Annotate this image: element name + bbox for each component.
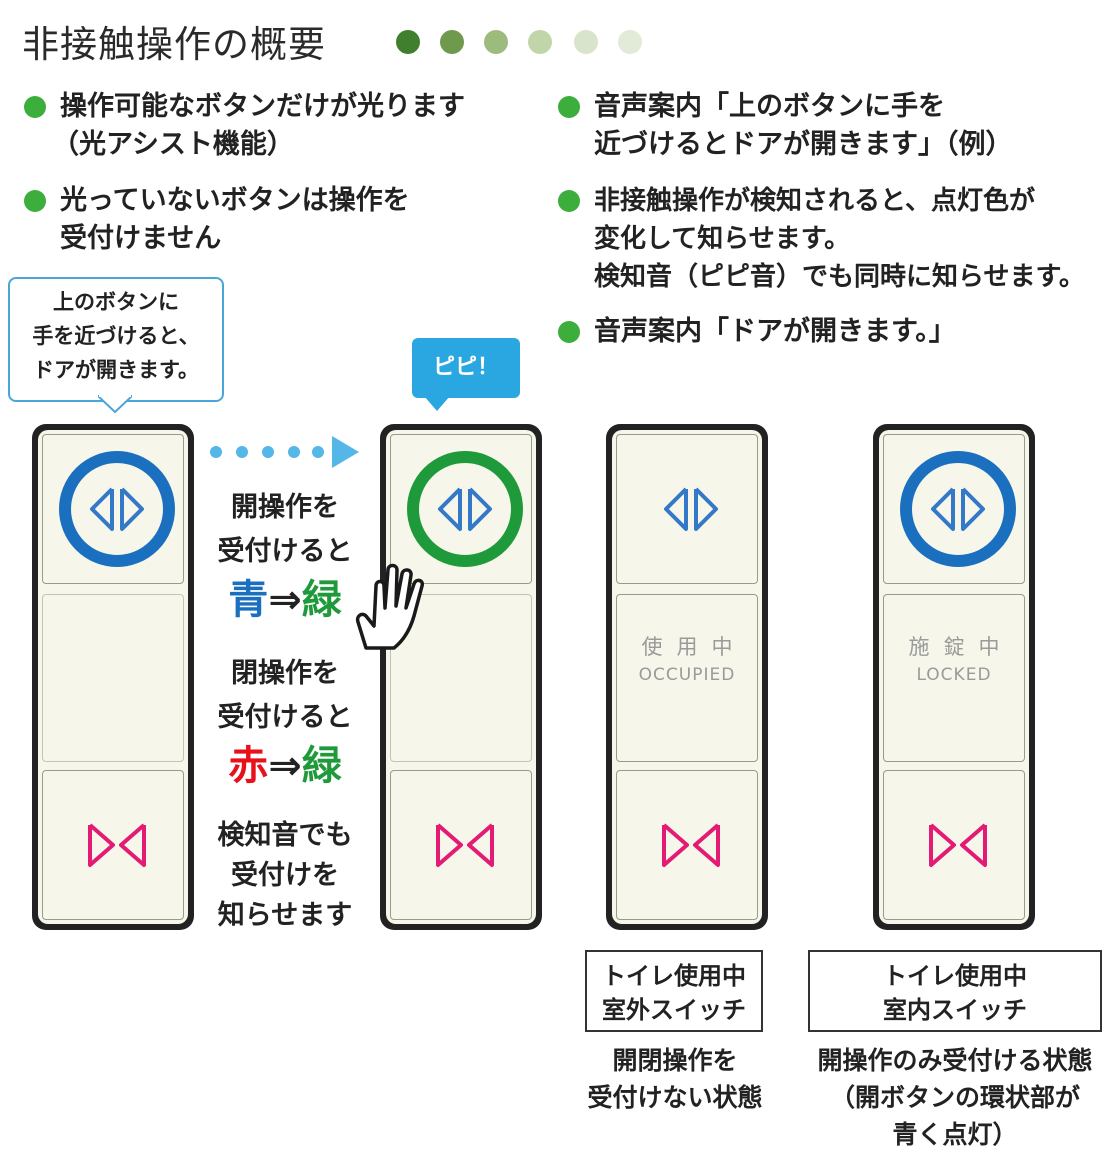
- close-line-2: 受付けると: [217, 702, 353, 733]
- bullet-icon: [24, 96, 46, 118]
- switch-type-box: トイレ使用中 室外スイッチ: [585, 950, 763, 1032]
- arrow-label: ⇒: [268, 743, 302, 789]
- close-button[interactable]: [390, 770, 532, 920]
- bullet-text-line: 操作可能なボタンだけが光ります: [60, 91, 465, 122]
- sound-explanation: 検知音でも 受付けを 知らせます: [200, 816, 370, 936]
- status-display: 使用中 OCCUPIED: [616, 594, 758, 762]
- callout-pointer: [98, 394, 132, 414]
- bullet-item: 光っていないボタンは操作を 受付けません: [24, 182, 410, 258]
- open-line-1: 開操作を: [231, 492, 339, 523]
- color-blue-label: 青: [228, 577, 269, 623]
- door-open-arrows-icon: [664, 487, 718, 531]
- close-button[interactable]: [42, 770, 184, 920]
- door-close-arrows-icon: [88, 823, 146, 867]
- bullet-icon: [558, 190, 580, 212]
- caption-line: （開ボタンの環状部が: [829, 1083, 1080, 1112]
- close-button[interactable]: [883, 770, 1025, 920]
- door-open-arrows-icon: [438, 487, 492, 531]
- caption-line: 青く点灯）: [892, 1120, 1018, 1149]
- open-button[interactable]: [616, 434, 758, 584]
- hand-pointer-icon: [355, 563, 425, 650]
- open-button[interactable]: [42, 434, 184, 584]
- progress-dot: [618, 30, 642, 54]
- open-color-change: 青⇒緑: [200, 574, 370, 626]
- bullet-text-line: 検知音（ピピ音）でも同時に知らせます。: [594, 262, 1085, 292]
- state-caption: 開閉操作を 受付けない状態: [575, 1042, 775, 1116]
- switch-panel: 施錠中 LOCKED: [873, 424, 1035, 930]
- open-explanation: 開操作を 受付けると 青⇒緑: [200, 486, 370, 626]
- bullet-text-line: 音声案内「ドアが開きます。」: [594, 316, 956, 347]
- sound-line-3: 知らせます: [217, 900, 353, 931]
- open-button[interactable]: [883, 434, 1025, 584]
- open-line-2: 受付けると: [217, 536, 353, 567]
- close-color-change: 赤⇒緑: [200, 740, 370, 792]
- status-display: 施錠中 LOCKED: [883, 594, 1025, 762]
- bullet-item: 音声案内「ドアが開きます。」: [558, 313, 956, 351]
- callout-line: ドアが開きます。: [33, 358, 199, 382]
- state-caption: 開操作のみ受付ける状態 （開ボタンの環状部が 青く点灯）: [800, 1042, 1110, 1153]
- bullet-text-line: 近づけるとドアが開きます」（例）: [594, 129, 1013, 160]
- bubble-pointer: [424, 396, 450, 411]
- switch-panel: 使用中 OCCUPIED: [606, 424, 768, 930]
- door-close-arrows-icon: [662, 823, 720, 867]
- door-close-arrows-icon: [436, 823, 494, 867]
- bullet-icon: [558, 321, 580, 343]
- color-red-label: 赤: [228, 743, 269, 789]
- bullet-item: 操作可能なボタンだけが光ります （光アシスト機能）: [24, 88, 465, 164]
- bullet-text-line: （光アシスト機能）: [52, 129, 294, 160]
- switch-panel: [32, 424, 194, 930]
- status-sign-jp: 使用中: [641, 635, 747, 659]
- bullet-text-line: 音声案内「上のボタンに手を: [594, 91, 945, 122]
- progress-dot: [440, 30, 464, 54]
- progress-dot: [528, 30, 552, 54]
- close-button[interactable]: [616, 770, 758, 920]
- open-ring: [407, 451, 523, 567]
- caption-line: 開操作のみ受付ける状態: [817, 1046, 1093, 1075]
- bullet-text-line: 受付けません: [60, 223, 222, 254]
- close-explanation: 閉操作を 受付けると 赤⇒緑: [200, 652, 370, 792]
- switch-type-box: トイレ使用中 室内スイッチ: [808, 950, 1102, 1032]
- sound-line-2: 受付けを: [231, 860, 339, 891]
- bullet-text-line: 変化して知らせます。: [594, 224, 851, 254]
- box-line: トイレ使用中: [602, 962, 746, 990]
- door-close-arrows-icon: [929, 823, 987, 867]
- progress-dot: [396, 30, 420, 54]
- callout-line: 上のボタンに: [53, 290, 179, 314]
- color-green-label: 緑: [301, 577, 342, 623]
- progress-dot: [484, 30, 508, 54]
- beep-bubble: ピピ！: [412, 338, 520, 398]
- panel-middle: [42, 594, 184, 762]
- box-line: 室内スイッチ: [883, 996, 1027, 1024]
- switch-panel: [380, 424, 542, 930]
- bullet-icon: [24, 190, 46, 212]
- color-green-label: 緑: [301, 743, 342, 789]
- bullet-item: 非接触操作が検知されると、点灯色が 変化して知らせます。 検知音（ピピ音）でも同…: [558, 182, 1085, 296]
- arrow-label: ⇒: [268, 577, 302, 623]
- close-line-1: 閉操作を: [231, 658, 339, 689]
- status-sign-jp: 施錠中: [908, 635, 1014, 659]
- bullet-text-line: 非接触操作が検知されると、点灯色が: [594, 186, 1035, 216]
- open-button[interactable]: [390, 434, 532, 584]
- open-ring: [900, 451, 1016, 567]
- door-open-arrows-icon: [931, 487, 985, 531]
- dotted-arrow-icon: [210, 436, 359, 468]
- callout-line: 手を近づけると、: [32, 324, 200, 348]
- bullet-icon: [558, 96, 580, 118]
- box-line: 室外スイッチ: [602, 996, 746, 1024]
- open-ring: [59, 451, 175, 567]
- voice-guide-callout: 上のボタンに 手を近づけると、 ドアが開きます。: [8, 277, 224, 402]
- status-sign-en: OCCUPIED: [638, 665, 736, 685]
- status-sign-en: LOCKED: [916, 665, 992, 685]
- door-open-arrows-icon: [90, 487, 144, 531]
- caption-line: 受付けない状態: [587, 1083, 763, 1112]
- bullet-item: 音声案内「上のボタンに手を 近づけるとドアが開きます」（例）: [558, 88, 1013, 164]
- progress-dot: [574, 30, 598, 54]
- caption-line: 開閉操作を: [612, 1046, 738, 1075]
- page-title: 非接触操作の概要: [22, 23, 326, 66]
- box-line: トイレ使用中: [883, 962, 1027, 990]
- bullet-text-line: 光っていないボタンは操作を: [60, 185, 410, 216]
- sound-line-1: 検知音でも: [217, 820, 353, 851]
